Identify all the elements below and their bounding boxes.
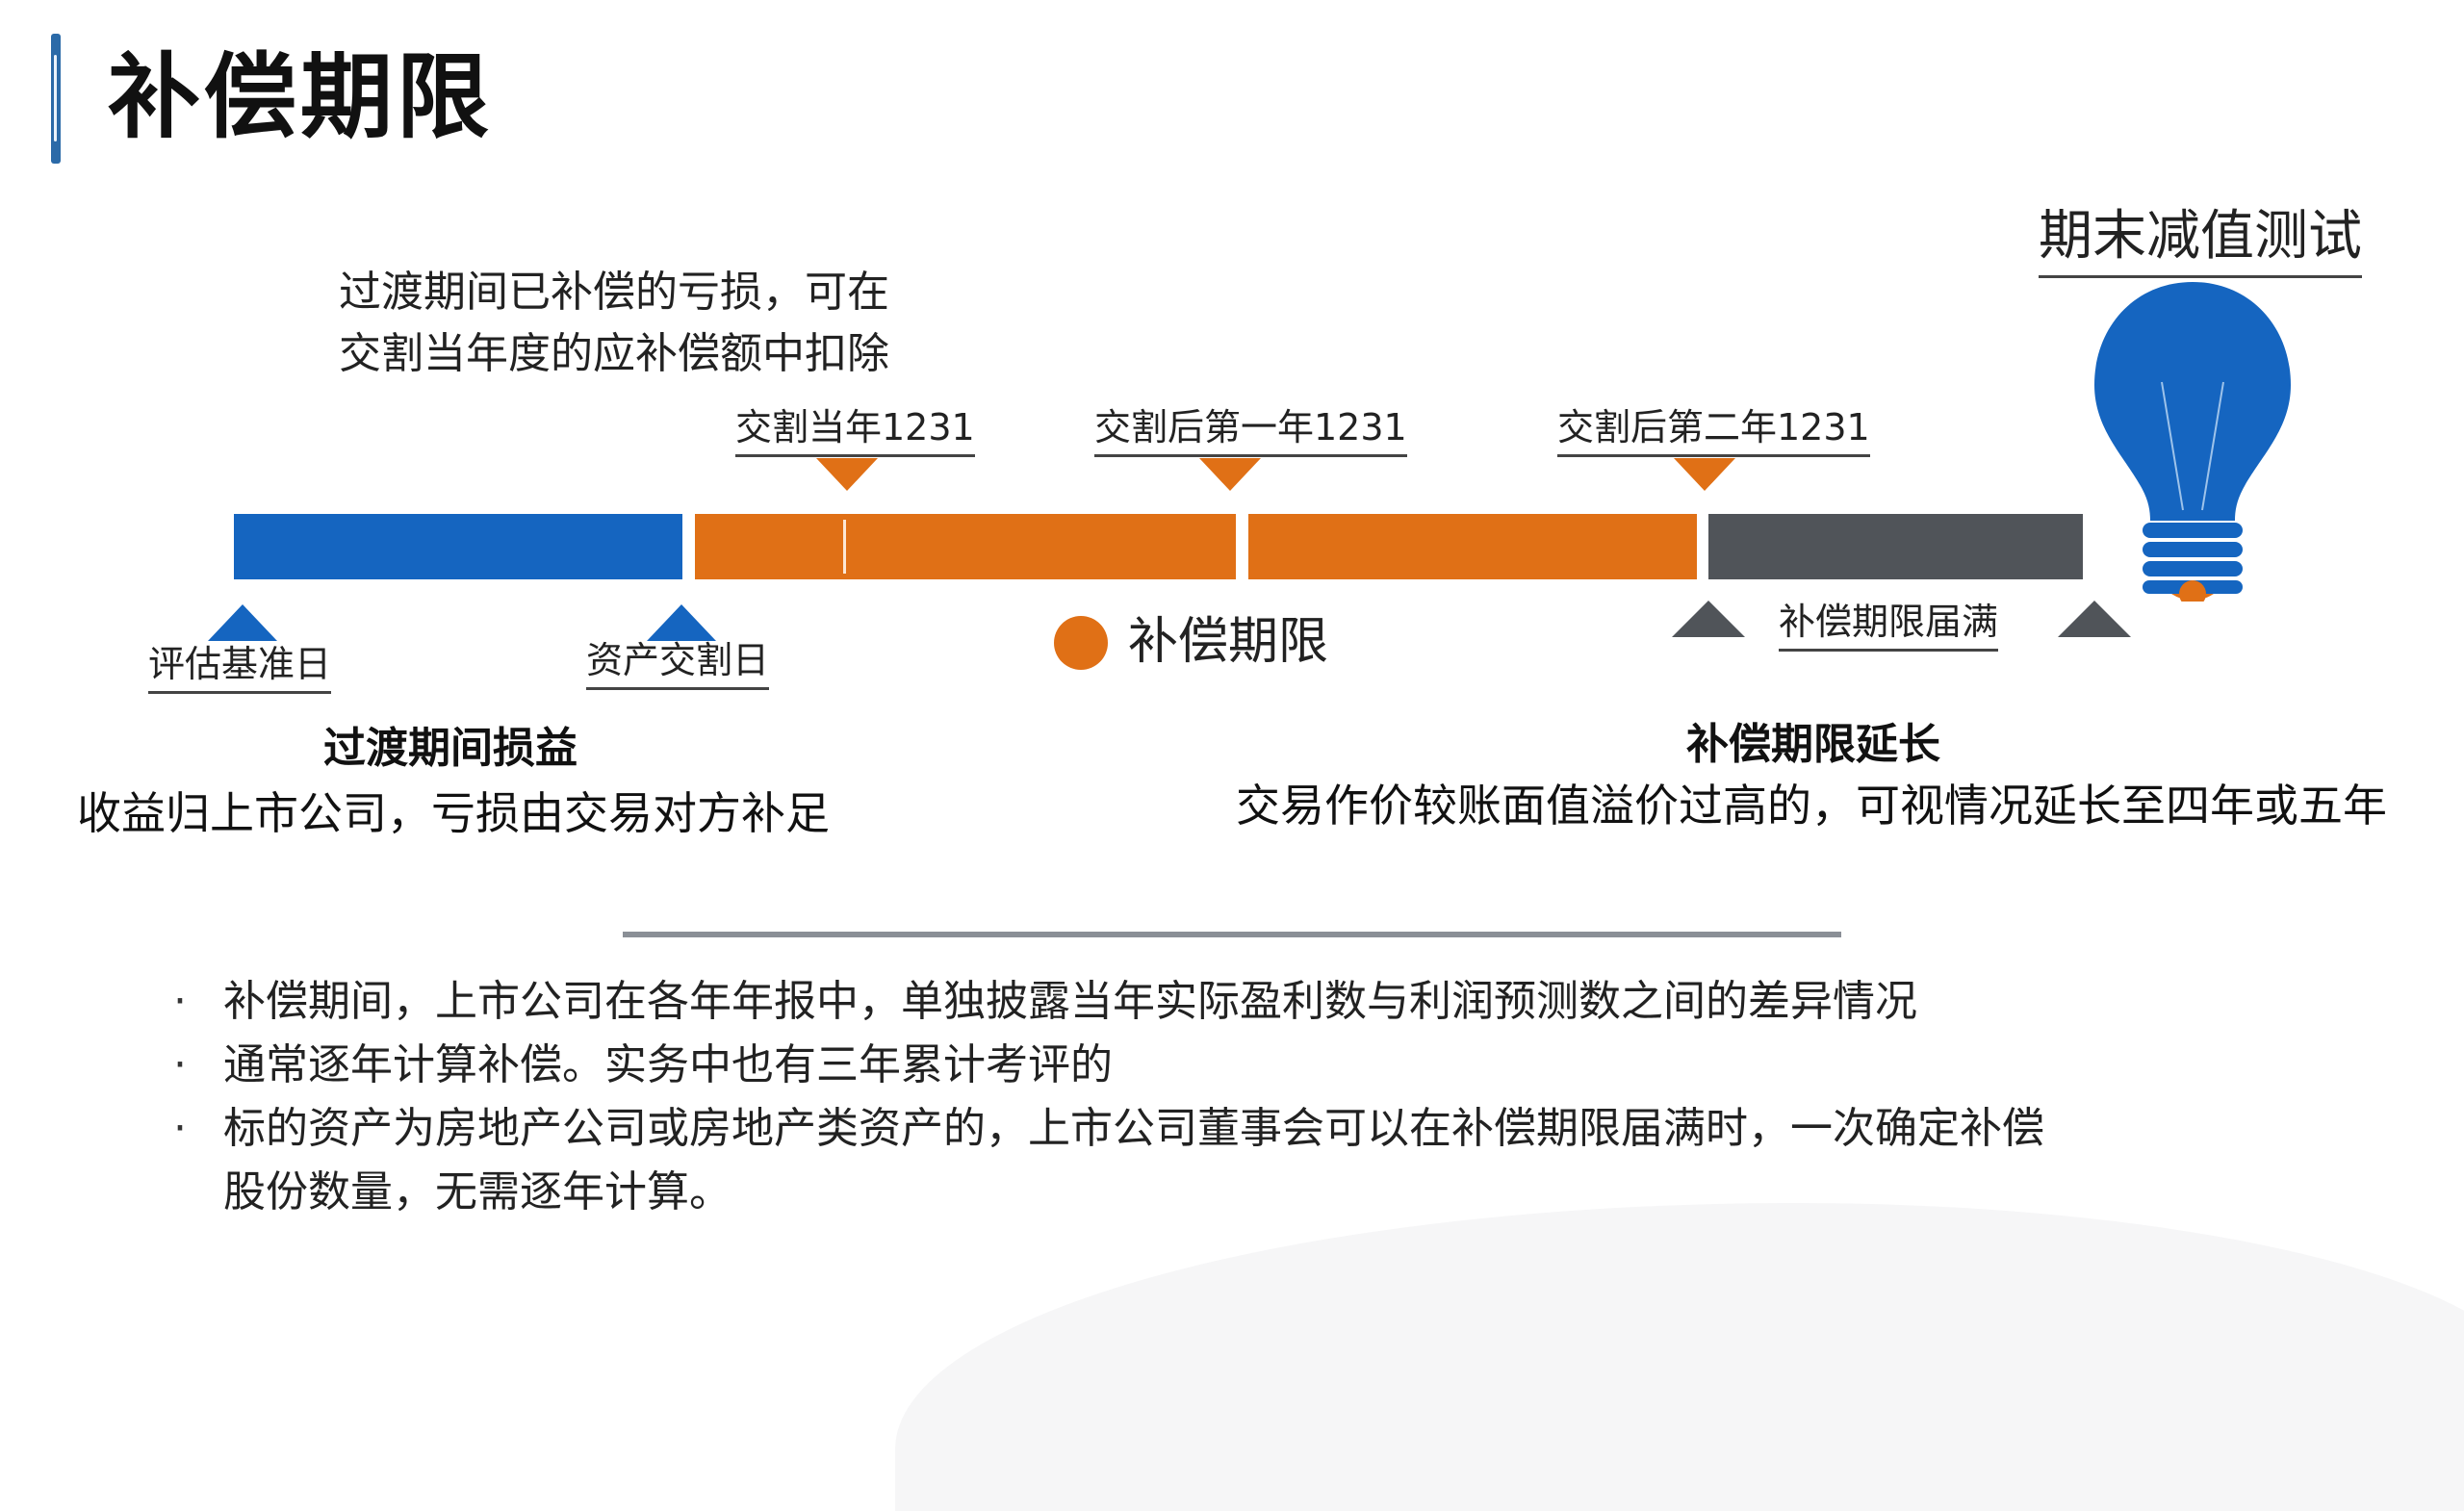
bulb-label: 期末减值测试 — [2039, 200, 2362, 278]
transition-note-line-2: 交割当年度的应补偿额中扣除 — [339, 329, 889, 378]
transition-text: 收益归上市公司，亏损由交易对方补足 — [77, 787, 830, 839]
milestone-second-year-label: 交割后第二年1231 — [1557, 404, 1870, 457]
bullet-item: 通常逐年计算补偿。实务中也有三年累计考评的 — [173, 1034, 2194, 1097]
timeline-segment-extension — [1708, 514, 2083, 579]
title-accent-bar — [51, 34, 61, 164]
bullet-list: 补偿期间，上市公司在各年年报中，单独披露当年实际盈利数与利润预测数之间的差异情况… — [173, 970, 2194, 1224]
extension-text: 交易作价较账面值溢价过高的，可视情况延长至四年或五年 — [1236, 780, 2387, 832]
bullet-item: 补偿期间，上市公司在各年年报中，单独披露当年实际盈利数与利润预测数之间的差异情况 — [173, 970, 2194, 1034]
bullet-text-continuation: 股份数量，无需逐年计算。 — [223, 1167, 732, 1216]
delivery-date-label: 资产交割日 — [586, 637, 770, 690]
background-shape — [895, 1203, 2464, 1511]
timeline-segment-compensation-1 — [695, 514, 1236, 579]
period-expiry-label: 补偿期限届满 — [1779, 599, 1999, 652]
milestone-delivery-year-label: 交割当年1231 — [735, 404, 975, 457]
timeline-segment-transition — [234, 514, 682, 579]
legend-dot — [1054, 616, 1108, 670]
bullet-item: 标的资产为房地产公司或房地产类资产的，上市公司董事会可以在补偿期限届满时，一次确… — [173, 1097, 2194, 1224]
legend-label: 补偿期限 — [1128, 613, 1329, 671]
bullet-text: 补偿期间，上市公司在各年年报中，单独披露当年实际盈利数与利润预测数之间的差异情况 — [223, 977, 1917, 1026]
milestone-first-year-label: 交割后第一年1231 — [1094, 404, 1407, 457]
period-expiry-marker-right — [2058, 601, 2131, 637]
extension-heading: 补偿期限延长 — [1686, 720, 1940, 769]
timeline-segment-compensation-2 — [1248, 514, 1697, 579]
timeline-divider — [843, 520, 846, 574]
lightbulb-icon — [2094, 282, 2291, 602]
transition-heading: 过渡期间损益 — [323, 724, 578, 773]
period-expiry-marker-left — [1672, 601, 1745, 637]
page-title: 补偿期限 — [108, 43, 493, 151]
milestone-marker-second-year — [1674, 458, 1735, 491]
delivery-date-marker — [647, 604, 716, 641]
transition-note-line-1: 过渡期间已补偿的亏损，可在 — [339, 268, 889, 317]
milestone-marker-first-year — [1199, 458, 1261, 491]
valuation-date-label: 评估基准日 — [148, 641, 332, 694]
bullet-text: 通常逐年计算补偿。实务中也有三年累计考评的 — [223, 1040, 1113, 1089]
milestone-marker-delivery-year — [816, 458, 878, 491]
bullet-text: 标的资产为房地产公司或房地产类资产的，上市公司董事会可以在补偿期限届满时，一次确… — [223, 1104, 2044, 1153]
section-separator — [623, 932, 1841, 937]
valuation-date-marker — [208, 604, 277, 641]
